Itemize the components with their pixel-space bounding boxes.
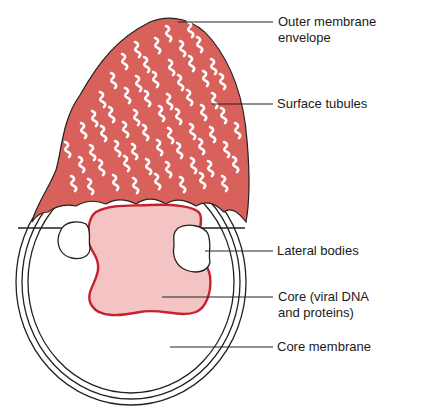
part-label: Outer membrane envelope xyxy=(276,14,405,46)
surface-tubule xyxy=(208,161,213,176)
surface-tubule xyxy=(222,176,227,191)
surface-tubule xyxy=(197,37,202,52)
surface-tubule xyxy=(92,111,97,126)
lateral-body xyxy=(174,225,211,272)
surface-tubule xyxy=(221,108,226,123)
surface-tubule xyxy=(212,93,217,108)
surface-tubule xyxy=(136,76,141,91)
surface-tubule xyxy=(123,122,128,137)
surface-tubule xyxy=(155,38,160,53)
surface-tubule xyxy=(167,94,172,109)
leader-line xyxy=(162,297,273,298)
surface-tubule xyxy=(155,174,160,189)
surface-tubule xyxy=(115,141,120,156)
part-label: Surface tubules xyxy=(275,96,419,112)
surface-tubule xyxy=(166,26,171,41)
surface-tubule xyxy=(211,59,216,74)
surface-tubule xyxy=(143,125,148,140)
surface-tubule xyxy=(65,142,70,157)
surface-tubule xyxy=(166,162,171,177)
leader-lines xyxy=(162,22,273,347)
surface-tubule xyxy=(81,123,86,138)
outer-envelope xyxy=(32,18,249,222)
surface-tubule xyxy=(135,42,140,57)
surface-tubule xyxy=(188,22,193,37)
surface-tubule xyxy=(201,105,206,120)
leader-line xyxy=(205,251,273,252)
surface-tubule xyxy=(168,128,173,143)
surface-tubule xyxy=(169,60,174,75)
surface-tubule xyxy=(203,71,208,86)
surface-tubule xyxy=(199,139,204,154)
surface-tubule xyxy=(189,56,194,71)
part-label: Core membrane xyxy=(275,339,419,355)
surface-tubule xyxy=(159,106,164,121)
lateral-body xyxy=(58,222,90,259)
surface-tubule xyxy=(99,160,104,175)
surface-tubule xyxy=(113,175,118,190)
surface-tubule xyxy=(133,178,138,193)
surface-tubule xyxy=(109,107,114,122)
surface-tubule xyxy=(187,90,192,105)
surface-tubule xyxy=(132,144,137,159)
surface-tubule xyxy=(210,127,215,142)
surface-tubule xyxy=(191,158,196,173)
surface-tubule xyxy=(200,173,205,188)
surface-tubule xyxy=(90,145,95,160)
surface-tubule xyxy=(235,123,240,138)
surface-tubule xyxy=(144,57,149,72)
surface-tubule xyxy=(178,75,183,90)
surface-tubule xyxy=(88,179,93,194)
surface-tubules xyxy=(65,22,240,194)
surface-tubule xyxy=(146,159,151,174)
surface-tubule xyxy=(157,140,162,155)
surface-tubule xyxy=(224,142,229,157)
surface-tubule xyxy=(122,54,127,69)
surface-tubule xyxy=(180,41,185,56)
surface-tubule xyxy=(153,72,158,87)
surface-tubule xyxy=(177,143,182,158)
surface-tubule xyxy=(124,156,129,171)
part-label: Core (viral DNA and proteins) xyxy=(276,289,388,321)
surface-tubule xyxy=(101,126,106,141)
surface-tubule xyxy=(100,92,105,107)
leader-line xyxy=(212,104,273,105)
surface-tubule xyxy=(79,157,84,172)
surface-tubule xyxy=(111,73,116,88)
surface-tubule xyxy=(220,74,225,89)
viral-core xyxy=(88,205,210,315)
surface-tubule xyxy=(190,124,195,139)
surface-tubule xyxy=(145,91,150,106)
surface-tubule xyxy=(176,109,181,124)
surface-tubule xyxy=(134,110,139,125)
surface-tubule xyxy=(180,177,185,192)
surface-tubule xyxy=(233,157,238,172)
part-label: Lateral bodies xyxy=(275,243,419,259)
surface-tubule xyxy=(125,88,130,103)
surface-tubule xyxy=(71,176,76,191)
leader-line xyxy=(170,347,273,348)
leader-line xyxy=(178,22,273,23)
